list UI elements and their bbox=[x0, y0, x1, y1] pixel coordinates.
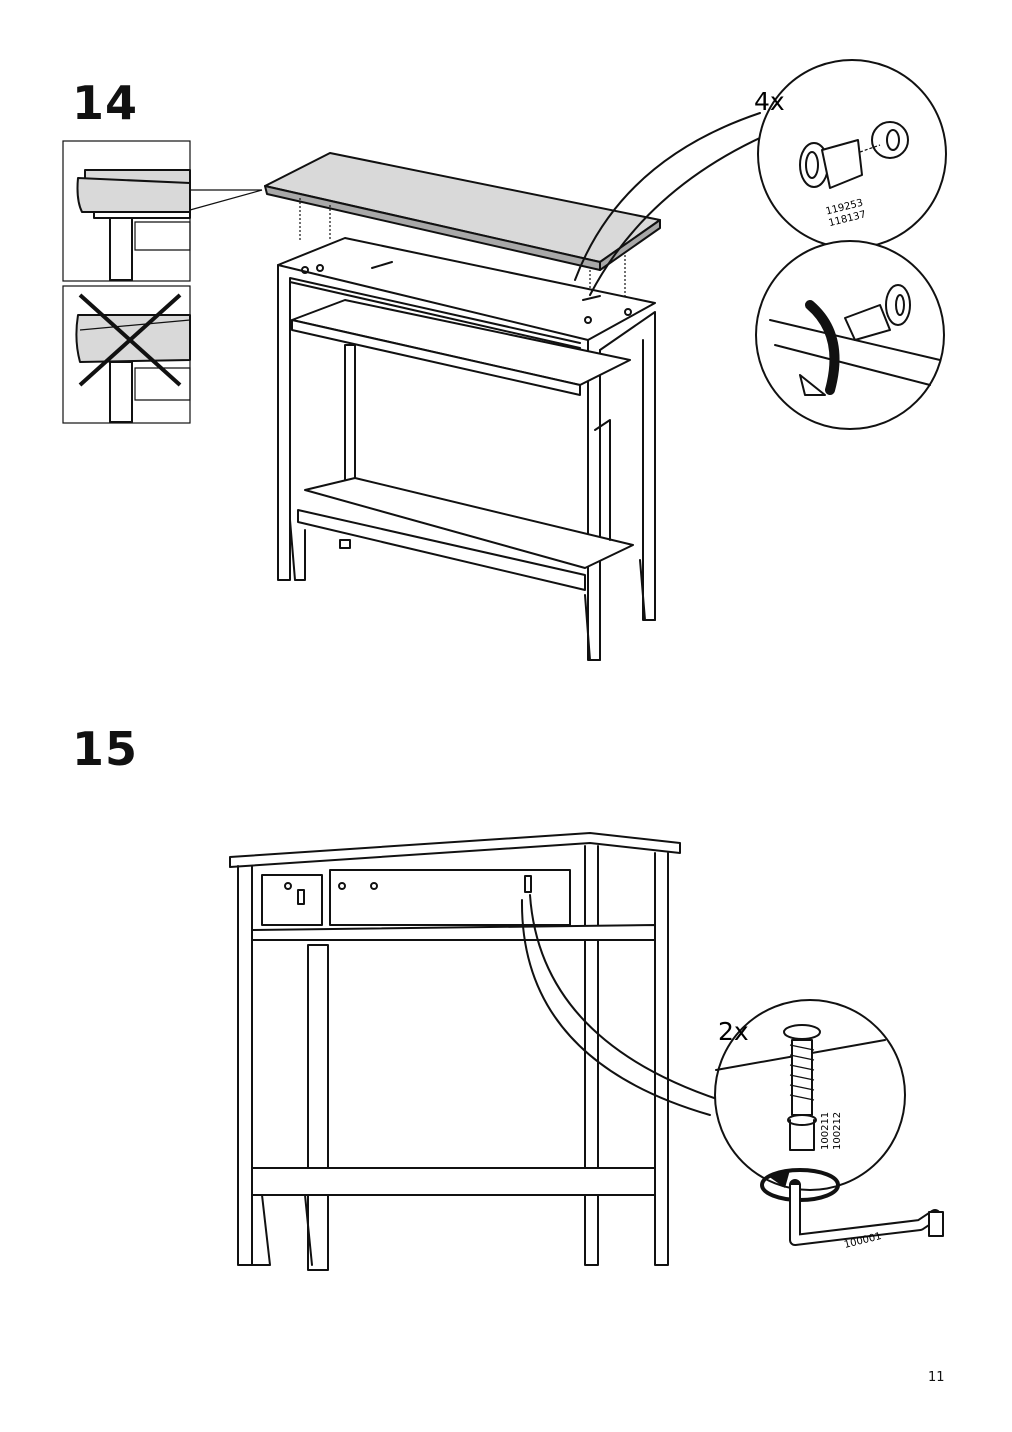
step-14-number: 14 bbox=[72, 76, 139, 130]
step-15-quantity: 2x bbox=[718, 1017, 749, 1046]
step-14-detail-correct bbox=[62, 140, 263, 282]
step-14-callout-turn bbox=[755, 240, 945, 430]
step-15-console bbox=[229, 832, 681, 1271]
step-14-callout-cam: 4x 119253 118137 bbox=[574, 59, 947, 296]
step-15-number: 15 bbox=[72, 722, 139, 776]
leveling-screw-icon bbox=[783, 1024, 821, 1151]
rotate-arrow-icon bbox=[799, 300, 840, 396]
page-number: 11 bbox=[928, 1370, 945, 1385]
part-number-100212: 100212 bbox=[832, 1112, 843, 1150]
step-14-detail-incorrect bbox=[62, 285, 191, 424]
step-14-tabletop bbox=[264, 152, 661, 310]
part-number-100211: 100211 bbox=[820, 1112, 831, 1150]
step-15-callout: 2x 100211 100212 100001 bbox=[520, 894, 944, 1251]
step-14-frame bbox=[277, 237, 656, 661]
cam-lock-icon bbox=[799, 121, 909, 189]
cross-icon bbox=[78, 293, 182, 387]
step-14-quantity: 4x bbox=[754, 87, 785, 116]
allen-key-icon bbox=[789, 1179, 944, 1246]
